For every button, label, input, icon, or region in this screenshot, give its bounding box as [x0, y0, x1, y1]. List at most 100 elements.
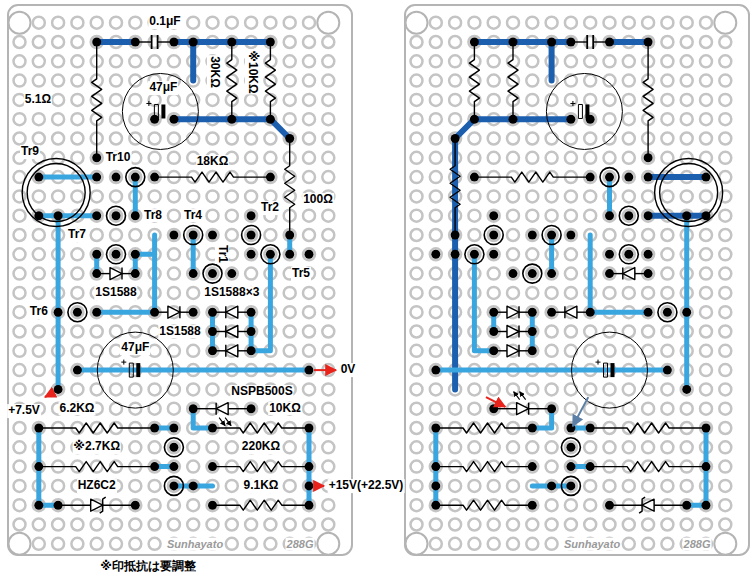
solder-point: [451, 250, 460, 259]
copper-trace: [474, 39, 571, 45]
solder-point: [605, 250, 614, 259]
board-silkscreen: Sunhayato: [166, 538, 224, 551]
solder-point: [528, 346, 537, 355]
board-hole: [719, 36, 731, 48]
board-hole: [264, 171, 276, 183]
board-hole: [700, 17, 712, 29]
board-hole: [507, 441, 519, 453]
solder-point: [663, 308, 672, 317]
capacitor-outline: [546, 73, 622, 149]
solder-point: [682, 308, 691, 317]
board-hole: [245, 538, 257, 550]
board-hole: [565, 268, 577, 280]
board-hole: [245, 94, 257, 106]
board-hole: [245, 403, 257, 415]
board-hole: [700, 190, 712, 202]
board-hole: [468, 171, 480, 183]
pointer-arrow: [314, 369, 336, 371]
copper-trace: [549, 42, 555, 81]
board-hole: [681, 94, 693, 106]
diode-body: [565, 306, 577, 318]
resistor-symbol: [92, 42, 102, 158]
board-hole: [303, 248, 315, 260]
board-hole: [700, 113, 712, 125]
solder-point: [54, 211, 63, 220]
board-hole: [322, 36, 334, 48]
board-hole: [430, 345, 442, 357]
solder-point: [54, 385, 63, 394]
board-hole: [546, 268, 558, 280]
board-hole: [700, 75, 712, 87]
capacitor-plate: [586, 35, 588, 49]
board-hole: [33, 190, 45, 202]
board-hole: [149, 55, 161, 67]
board-hole: [507, 248, 519, 260]
board-hole: [207, 229, 219, 241]
board-hole: [430, 152, 442, 164]
board-hole: [719, 345, 731, 357]
led-symbol: [494, 392, 552, 415]
board-hole: [507, 210, 519, 222]
board-hole: [546, 383, 558, 395]
solder-point: [624, 173, 633, 182]
board-hole: [411, 306, 423, 318]
board-hole: [584, 210, 596, 222]
zener-label: HZ6C2: [77, 479, 117, 493]
plus-mark: [570, 101, 575, 106]
board-hole: [168, 133, 180, 145]
board-hole: [565, 306, 577, 318]
board-hole: [700, 422, 712, 434]
solder-point: [663, 366, 672, 375]
board-hole: [264, 538, 276, 550]
board-hole: [149, 152, 161, 164]
board-hole: [14, 287, 26, 299]
lead-wire: [103, 505, 136, 506]
board-silkscreen: Sunhayato: [563, 538, 621, 551]
board-hole: [411, 171, 423, 183]
transistor-marker: [261, 245, 280, 264]
board-hole: [623, 133, 635, 145]
board-hole: [129, 268, 141, 280]
board-hole: [14, 210, 26, 222]
board-hole: [681, 403, 693, 415]
board-hole: [187, 403, 199, 415]
board-hole: [488, 248, 500, 260]
board-hole: [565, 480, 577, 492]
capacitance-label: 0.1μF: [148, 15, 181, 29]
board-hole: [700, 152, 712, 164]
board-hole: [245, 326, 257, 338]
board-hole: [245, 248, 257, 260]
solder-point: [92, 308, 101, 317]
board-hole: [584, 171, 596, 183]
resistance-label: ※10KΩ: [245, 49, 259, 94]
solder-point: [528, 327, 537, 336]
resistance-label: 220KΩ: [241, 440, 281, 454]
board-hole: [303, 287, 315, 299]
board-hole: [546, 306, 558, 318]
copper-trace: [77, 368, 309, 373]
board-hole: [681, 113, 693, 125]
board-hole: [187, 383, 199, 395]
solder-point: [266, 38, 275, 47]
board-hole: [584, 480, 596, 492]
solder-point: [489, 346, 498, 355]
board-hole: [565, 229, 577, 241]
board-hole: [149, 190, 161, 202]
board-hole: [681, 306, 693, 318]
board-hole: [623, 17, 635, 29]
board-hole: [14, 499, 26, 511]
board-hole: [129, 94, 141, 106]
board-hole: [168, 287, 180, 299]
board-hole: [14, 55, 26, 67]
solder-point: [305, 250, 314, 259]
board-hole: [507, 17, 519, 29]
lead-wire: [58, 505, 91, 506]
resistor-symbol: [436, 500, 533, 510]
solder-point: [566, 115, 575, 124]
solder-point: [528, 308, 537, 317]
board-hole: [71, 36, 83, 48]
board-hole: [468, 152, 480, 164]
board-hole: [681, 55, 693, 67]
solder-point: [431, 462, 440, 471]
board-hole: [604, 268, 616, 280]
